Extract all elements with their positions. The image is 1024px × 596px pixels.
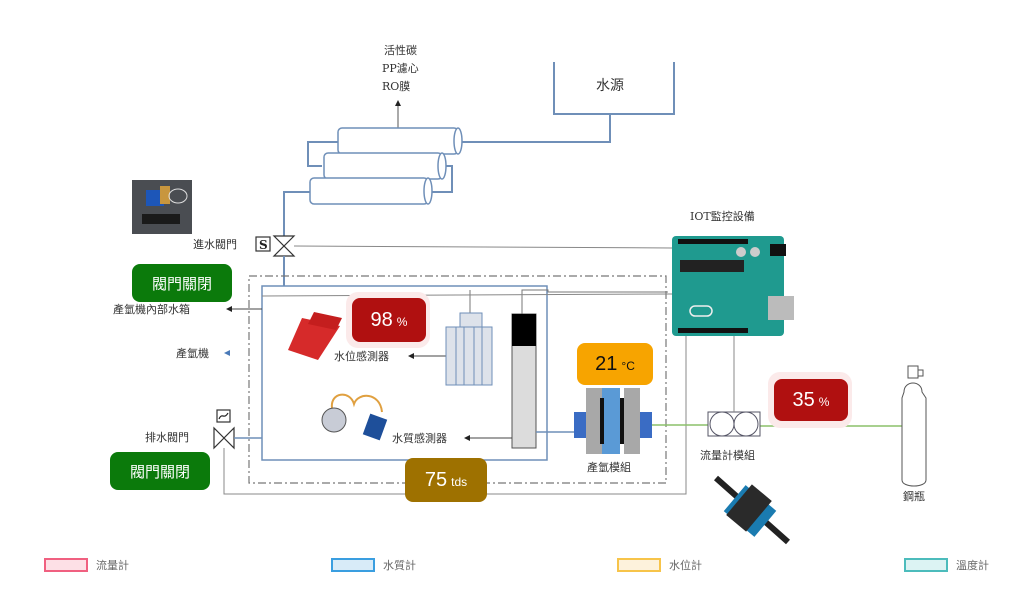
inlet-valve-symbol[interactable]: S [255,235,296,257]
arrow-left-icon [224,350,230,356]
legend-swatch [44,558,88,572]
flow-badge: 35 % [774,379,848,421]
water-level-sensor-label: 水位感測器 [334,349,389,363]
legend-swatch [331,558,375,572]
legend-item-water-quality: 水質計 [331,557,416,573]
hydrogen-machine-label: 產氫機 [176,346,209,360]
iot-device-label: IOT監控設備 [690,209,755,223]
water-column [511,289,668,449]
inlet-valve-label: 進水閥門 [193,238,237,251]
gas-cylinder [901,365,927,487]
signal-line-inlet [293,245,673,249]
flow-unit: % [818,395,830,409]
water-quality-value: 75 [424,468,448,491]
legend-label: 水質計 [383,559,416,572]
temperature-value: 21 [595,352,618,375]
water-level-badge: 98 % [352,298,426,342]
arrow-head-icon [395,100,401,106]
filter-label-ro: RO膜 [382,80,410,93]
water-level-float [445,290,493,386]
drain-valve-label: 排水閥門 [145,430,189,444]
drain-valve-symbol[interactable] [213,409,235,450]
water-source-tank: 水源 [553,62,675,115]
legend-label: 溫度計 [956,559,989,572]
cylinder-label: 鋼瓶 [903,489,925,503]
flowmeter-photo [714,475,790,545]
inlet-valve-status-button[interactable]: 閥門關閉 [132,264,232,302]
water-level-sensor-photo [288,312,342,360]
arrow-left-icon [408,353,414,359]
water-quality-badge: 75 tds [405,458,487,502]
temperature-badge: 21 °C [577,343,653,385]
arrow-left-icon [226,306,232,312]
legend-label: 水位計 [669,559,702,572]
temperature-unit: °C [621,359,635,373]
internal-water-tank [261,285,548,461]
filter-cylinders [283,127,463,236]
arduino-board [672,236,794,336]
flow-value: 35 [792,388,815,411]
solenoid-wave-icon [218,412,229,420]
hydrogen-module-label: 產氫模組 [587,460,631,474]
water-level-value: 98 [370,308,393,331]
flowmeter-module-label: 流量計模組 [700,448,755,462]
legend-item-temperature: 溫度計 [904,557,989,573]
water-level-unit: % [396,315,408,329]
filter-label-carbon: 活性碳 [384,43,417,57]
legend-swatch [904,558,948,572]
water-quality-sensor-label: 水質感測器 [392,431,447,445]
water-quality-sensor-photo [321,393,388,441]
pipe-source-to-filter [462,114,611,143]
water-quality-unit: tds [451,475,468,489]
internal-tank-label: 產氫機內部水箱 [113,302,190,316]
drain-valve-status-button[interactable]: 閥門關閉 [110,452,210,490]
solenoid-valve-photo [132,180,192,234]
flowmeter-symbol [707,411,761,437]
legend-item-water-level: 水位計 [617,557,702,573]
legend-item-flowmeter: 流量計 [44,557,129,573]
water-source-label: 水源 [596,78,624,94]
solenoid-s-icon: S [259,238,268,252]
arrow-left-icon [464,435,470,441]
legend-swatch [617,558,661,572]
legend-label: 流量計 [96,559,129,572]
filter-label-pp: PP濾心 [382,61,419,75]
hydrogen-module [574,388,652,454]
